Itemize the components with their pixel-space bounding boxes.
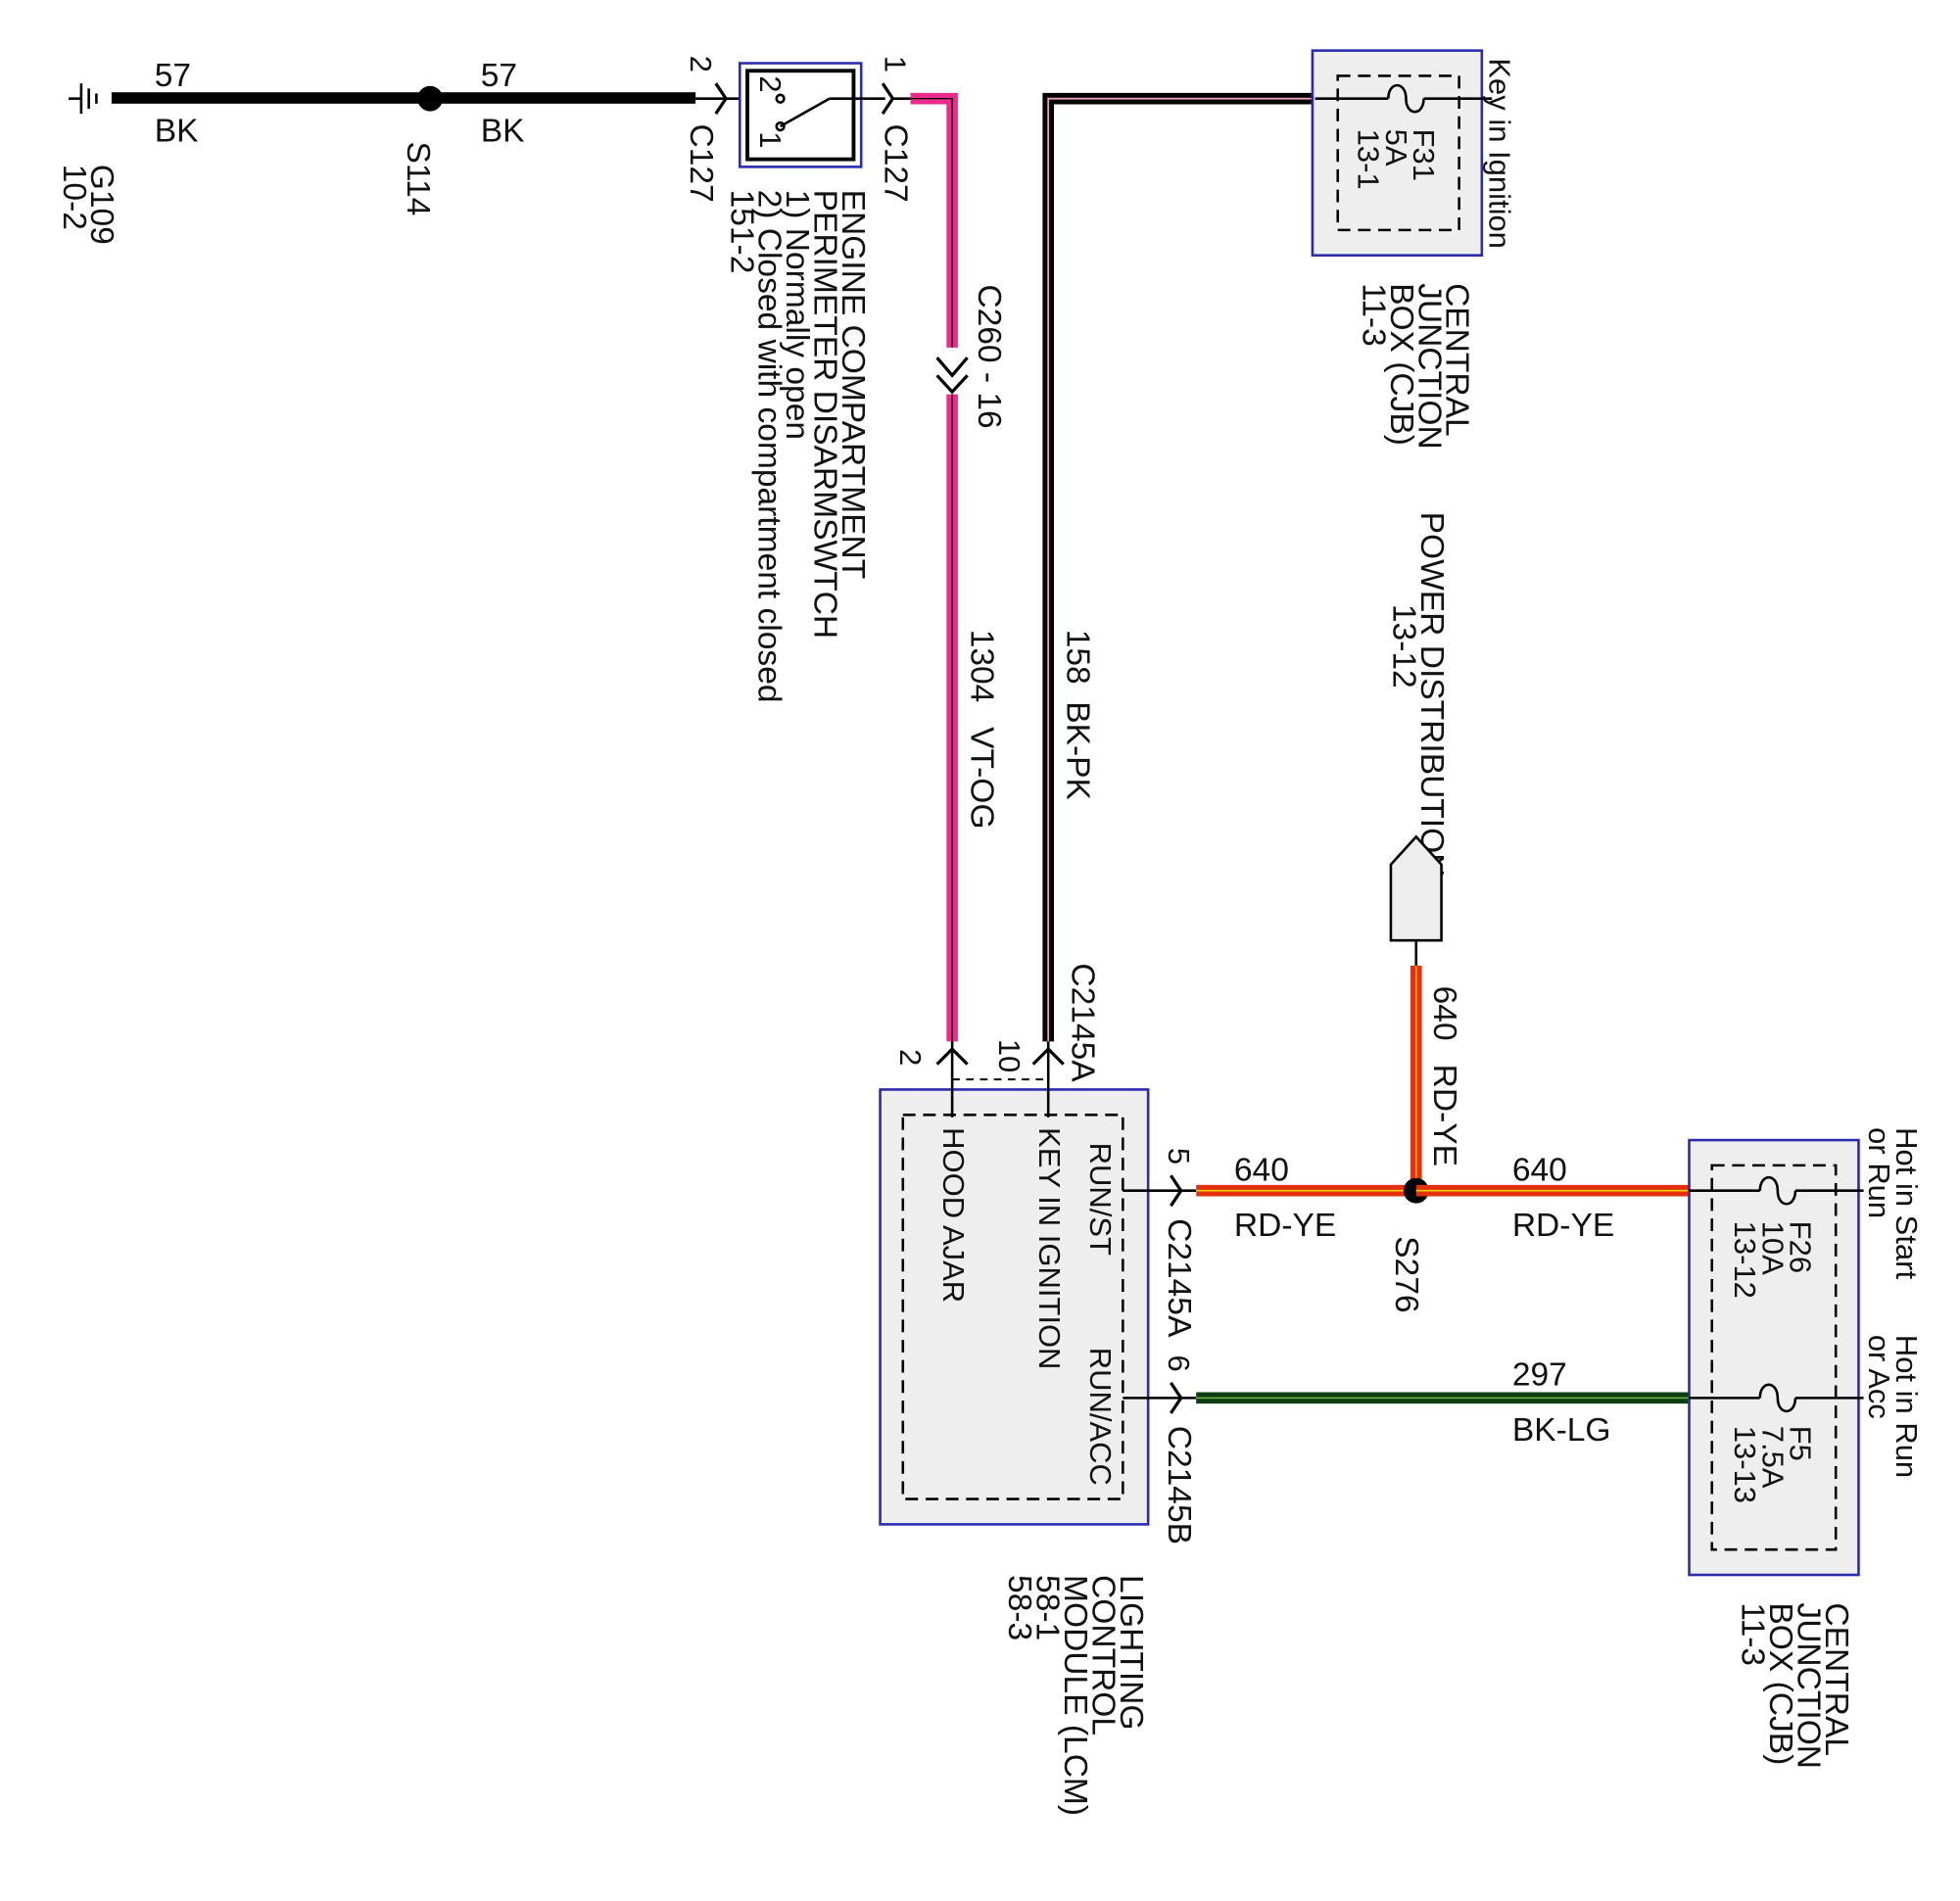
cjb-bottom-fuse-b-rating: 7.5A [1755, 1426, 1790, 1489]
cjb-top-line-4: 11-3 [1356, 283, 1392, 347]
cjb-top-line-1: CENTRAL [1439, 283, 1475, 437]
lcm-pin-run-acc: RUN/ACC [1083, 1348, 1118, 1486]
connector-c2145a-side [1123, 1174, 1197, 1208]
cjb-bottom-box [1688, 1138, 1864, 1577]
wire-label-ground-right-color: BK [481, 114, 525, 150]
lcm-line-2: CONTROL [1084, 1575, 1121, 1735]
switch-pin-b: 1 [753, 131, 788, 148]
switch-pin-a: 2 [753, 75, 788, 92]
wire-label-key-circuit: 158 [1060, 630, 1096, 685]
cjb-bottom-line-4: 11-3 [1735, 1602, 1771, 1666]
wire-label-power-circuit: 640 [1426, 986, 1462, 1041]
connector-c2145a-top [935, 1041, 1065, 1117]
c127-left-pin: 2 [684, 56, 718, 72]
wire-label-ground-left-circuit: 57 [155, 58, 191, 94]
cjb-bottom-fuse-a-id: F26 [1784, 1221, 1818, 1273]
cjb-top-fuse-rating: 5A [1379, 129, 1413, 166]
connector-c260 [935, 356, 969, 395]
lcm-line-1: LIGHTING [1113, 1575, 1149, 1730]
cjb-bottom-feed-a-line-2: or Run [1862, 1127, 1896, 1218]
wire-key-ignition-stripe [1047, 97, 1315, 1042]
ground-symbol [69, 83, 98, 115]
wire-label-run-right-color: RD-YE [1512, 1208, 1614, 1244]
wire-label-hood-circuit: 1304 [963, 630, 999, 703]
lcm-line-3: MODULE (LCM) [1057, 1575, 1093, 1816]
wire-label-run-right-circuit: 640 [1512, 1152, 1567, 1188]
cjb-bottom-fuse-b-ref: 13-13 [1728, 1426, 1762, 1503]
wire-hood-ajar-1 [910, 92, 958, 348]
wire-ground-right [430, 92, 696, 104]
connector-c127-right [881, 82, 911, 116]
cjb-bottom-feed-b-line-1: Hot in Run [1889, 1335, 1924, 1478]
c2145b-side-pin: 6 [1162, 1354, 1196, 1371]
lcm-box [879, 1088, 1150, 1526]
c2145b-side-label: C2145B [1161, 1426, 1197, 1545]
cjb-bottom-fuse-a-ref: 13-12 [1728, 1221, 1762, 1299]
wire-label-power-color: RD-YE [1426, 1065, 1462, 1166]
lcm-line-5: 58-3 [1001, 1575, 1037, 1640]
ground-id: G109 [83, 165, 120, 245]
connector-c127-left [695, 82, 741, 116]
wire-label-run-left-circuit: 640 [1234, 1152, 1289, 1188]
cjb-top-feed: Key in Ignition [1483, 58, 1517, 249]
ground-ref: 10-2 [56, 165, 92, 230]
wire-label-ground-right-circuit: 57 [481, 58, 517, 94]
switch-line-1: ENGINE COMPARTMENT [835, 190, 871, 580]
switch-line-4: 2) Closed with compartment closed [751, 190, 788, 703]
cjb-bottom-feed-b-line-2: or Acc [1862, 1335, 1896, 1419]
cjb-bottom-feed-a-line-1: Hot in Start [1889, 1127, 1924, 1279]
switch-line-5: 151-2 [723, 190, 759, 274]
splice-s276-label: S276 [1388, 1236, 1424, 1312]
wire-label-hood-color: VT-OG [963, 727, 999, 829]
wire-hood-ajar-1-stripe [910, 98, 953, 348]
lcm-line-4: 58-1 [1029, 1575, 1066, 1640]
power-distribution-line-1: POWER DISTRIBUTION [1413, 512, 1450, 878]
wire-label-key-color: BK-PK [1060, 701, 1096, 800]
splice-s114-label: S114 [400, 142, 436, 216]
c2145a-top-pin-key: 10 [992, 1039, 1027, 1072]
c2145a-top-label: C2145A [1065, 963, 1101, 1082]
cjb-bottom-fuse-b-id: F5 [1784, 1426, 1818, 1461]
lcm-pin-hood-ajar: HOOD AJAR [936, 1127, 971, 1303]
power-distribution-line-2: 13-12 [1386, 604, 1422, 689]
cjb-top-line-3: BOX (CJB) [1383, 283, 1419, 446]
c127-left-label: C127 [683, 123, 719, 202]
cjb-bottom-line-1: CENTRAL [1818, 1602, 1854, 1756]
c127-right-pin: 1 [879, 56, 913, 72]
wire-key-ignition [1042, 92, 1315, 1042]
c2145a-side-pin: 5 [1162, 1148, 1196, 1164]
lcm-pin-run-st: RUN/ST [1083, 1143, 1118, 1256]
c2145a-side-label: C2145A [1161, 1218, 1197, 1338]
switch-line-2: PERIMETER DISARMSWTCH [806, 190, 842, 640]
wire-label-acc-circuit: 297 [1512, 1356, 1567, 1393]
hood-switch [739, 62, 885, 168]
switch-line-3: 1) Normally open [779, 190, 815, 440]
wire-ground-left [111, 92, 431, 104]
wire-label-ground-left-color: BK [155, 114, 199, 150]
cjb-top-fuse-id: F31 [1407, 129, 1441, 181]
power-distribution-arrow [1389, 834, 1443, 942]
c260-label: C260 - 16 [971, 284, 1007, 428]
cjb-top-fuse-ref: 13-1 [1351, 129, 1385, 190]
c127-right-label: C127 [878, 123, 914, 202]
cjb-top-box [1311, 49, 1493, 257]
lcm-pin-key-in-ignition: KEY IN IGNITION [1032, 1127, 1067, 1369]
cjb-top-line-2: JUNCTION [1410, 283, 1447, 450]
cjb-bottom-line-3: BOX (CJB) [1762, 1602, 1798, 1765]
cjb-bottom-line-2: JUNCTION [1790, 1602, 1826, 1769]
wire-label-run-left-color: RD-YE [1234, 1208, 1336, 1244]
connector-c2145b-side [1123, 1381, 1197, 1414]
c2145a-top-pin-hood: 2 [893, 1049, 928, 1066]
wire-label-acc-color: BK-LG [1512, 1412, 1611, 1449]
cjb-bottom-fuse-a-rating: 10A [1755, 1221, 1790, 1275]
